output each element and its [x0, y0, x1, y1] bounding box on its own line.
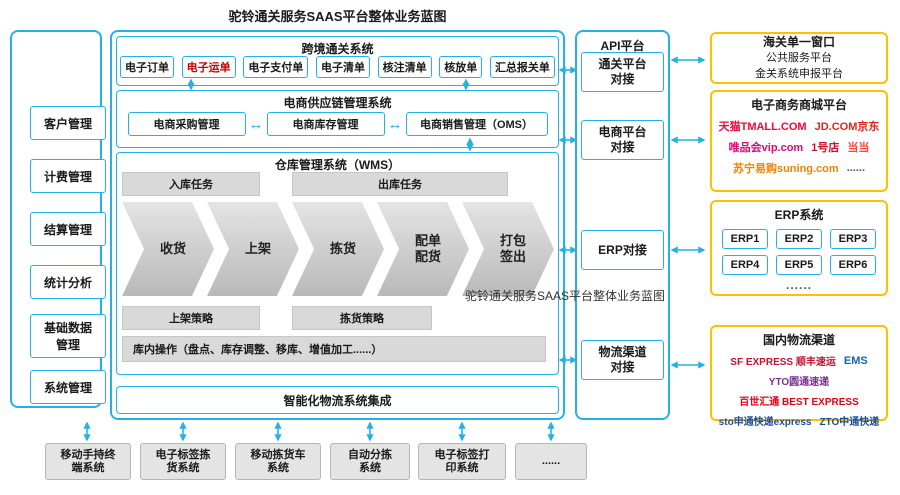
yhd-logo: 1号店 — [811, 142, 840, 154]
customs-doc-row: 电子订单 电子运单 电子支付单 电子清单 核注清单 核放单 汇总报关单 — [120, 56, 555, 78]
best-express-logo: 百世汇通 BEST EXPRESS — [739, 397, 859, 408]
watermark-text: 驼铃通关服务SAAS平台整体业务蓝图 — [465, 289, 666, 303]
purchase-mgmt-box: 电商采购管理 — [127, 112, 246, 136]
etag-picking-box: 电子标签拣 货系统 — [140, 443, 226, 480]
mall-logo-grid: 天猫TMALL.COM JD.COM京东 唯品会vip.com 1号店 当当 苏… — [712, 113, 886, 176]
yto-logo: YTO圆通速递 — [768, 377, 830, 388]
auto-sorting-box: 自动分拣 系统 — [330, 443, 410, 480]
public-service-line: 公共服务平台 — [766, 52, 832, 64]
inventory-mgmt-box: 电商库存管理 — [266, 112, 385, 136]
bottom-more-dots-box: ...... — [515, 443, 587, 480]
e-waybill-box: 电子运单 — [181, 56, 236, 78]
sidebar-item-statistics: 统计分析 — [30, 265, 106, 299]
api-customs-link-box: 通关平台 对接 — [581, 52, 664, 92]
erp5-box: ERP5 — [776, 255, 822, 275]
erp1-box: ERP1 — [722, 229, 768, 249]
api-ecommerce-link-box: 电商平台 对接 — [581, 120, 664, 160]
sf-express-logo: SF EXPRESS 顺丰速运 — [730, 357, 836, 368]
diagram-title: 驼铃通关服务SAAS平台整体业务蓝图 — [228, 9, 447, 24]
summary-declaration-box: 汇总报关单 — [489, 56, 555, 78]
shelving-strategy-box: 上架策略 — [122, 306, 260, 330]
sidebar-item-customer-mgmt: 客户管理 — [30, 106, 106, 140]
suning-logo: 苏宁易购suning.com — [732, 163, 839, 175]
ecommerce-mall-title: 电子商务商城平台 — [750, 98, 847, 112]
sidebar-item-system-mgmt: 系统管理 — [30, 370, 106, 404]
ecommerce-mall-box: 电子商务商城平台 天猫TMALL.COM JD.COM京东 唯品会vip.com… — [710, 90, 888, 192]
sidebar-item-base-data-mgmt: 基础数据 管理 — [30, 314, 106, 358]
erp-more-dots: ...... — [785, 278, 812, 292]
vipshop-logo: 唯品会vip.com — [728, 142, 804, 154]
e-order-box: 电子订单 — [120, 56, 174, 78]
e-payment-box: 电子支付单 — [243, 56, 309, 78]
check-list-box: 核注清单 — [377, 56, 432, 78]
etag-printing-box: 电子标签打 印系统 — [418, 443, 506, 480]
zto-logo: ZTO中通快递 — [819, 417, 880, 428]
tmall-logo: 天猫TMALL.COM — [718, 121, 807, 133]
api-platform-title: API平台 — [600, 39, 645, 53]
sidebar-item-settlement-mgmt: 结算管理 — [30, 212, 106, 246]
sidebar-item-billing-mgmt: 计费管理 — [30, 159, 106, 193]
api-erp-link-box: ERP对接 — [581, 230, 664, 270]
erp-grid: ERP1 ERP2 ERP3 ERP4 ERP5 ERP6 — [712, 223, 886, 275]
dangdang-logo: 当当 — [847, 142, 870, 154]
customs-window-line: 海关单一窗口 — [762, 35, 835, 49]
outbound-task-box: 出库任务 — [292, 172, 508, 196]
supply-chain-title: 电商供应链管理系统 — [283, 96, 392, 110]
mobile-pick-cart-box: 移动拣货车 系统 — [235, 443, 321, 480]
mall-more-dots: ...... — [846, 162, 866, 174]
erp3-box: ERP3 — [830, 229, 876, 249]
left-right-arrow-icon: ↔ — [387, 115, 403, 133]
sidebar-panel: 客户管理 计费管理 结算管理 统计分析 基础数据 管理 系统管理 — [10, 30, 106, 408]
ems-logo: EMS — [843, 354, 868, 367]
erp4-box: ERP4 — [722, 255, 768, 275]
sto-logo: sto申通快递express — [718, 417, 812, 428]
golden-gate-line: 金关系统申报平台 — [755, 68, 843, 80]
left-right-arrow-icon: ↔ — [248, 115, 264, 133]
release-form-box: 核放单 — [439, 56, 483, 78]
sales-mgmt-oms-box: 电商销售管理（OMS） — [405, 112, 548, 136]
e-manifest-box: 电子清单 — [315, 56, 370, 78]
api-logistics-link-box: 物流渠道 对接 — [581, 340, 664, 380]
customs-single-window-box: 海关单一窗口 公共服务平台 金关系统申报平台 — [710, 32, 888, 84]
logistics-integration-bar: 智能化物流系统集成 — [116, 386, 559, 414]
logistics-logo-grid: SF EXPRESS 顺丰速运 EMS YTO圆通速递 百世汇通 BEST EX… — [712, 348, 886, 429]
warehouse-ops-box: 库内操作（盘点、库存调整、移库、增值加工......） — [122, 336, 546, 362]
picking-strategy-box: 拣货策略 — [292, 306, 432, 330]
erp-systems-title: ERP系统 — [774, 208, 824, 222]
erp-systems-box: ERP系统 ERP1 ERP2 ERP3 ERP4 ERP5 ERP6 ....… — [710, 200, 888, 296]
customs-system-title: 跨境通关系统 — [301, 42, 374, 56]
handheld-terminal-box: 移动手持终 端系统 — [45, 443, 131, 480]
erp6-box: ERP6 — [830, 255, 876, 275]
jd-logo: JD.COM京东 — [814, 121, 880, 133]
wms-title: 仓库管理系统（WMS） — [274, 158, 401, 172]
domestic-logistics-box: 国内物流渠道 SF EXPRESS 顺丰速运 EMS YTO圆通速递 百世汇通 … — [710, 325, 888, 428]
supply-chain-row: 电商采购管理 ↔ 电商库存管理 ↔ 电商销售管理（OMS） — [120, 112, 555, 136]
inbound-task-box: 入库任务 — [122, 172, 260, 196]
domestic-logistics-title: 国内物流渠道 — [762, 333, 835, 347]
erp2-box: ERP2 — [776, 229, 822, 249]
